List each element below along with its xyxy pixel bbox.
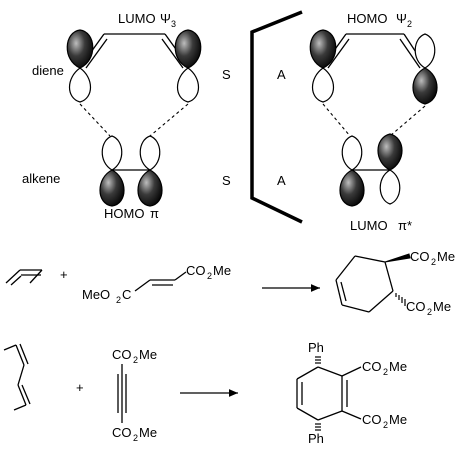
left-lumo-label: LUMO xyxy=(118,11,156,26)
right-homo-label: HOMO xyxy=(347,11,387,26)
dimethyl-fumarate: MeO 2 C CO 2 Me xyxy=(82,263,231,305)
left-diene-orbital-4 xyxy=(174,29,202,103)
product-wedge-bond xyxy=(384,253,411,263)
product-1-ester-bottom-me: Me xyxy=(433,299,451,314)
product-2-phenyl-bottom: Ph xyxy=(308,431,324,446)
product-1-ester-top-sub: 2 xyxy=(431,257,436,267)
fumarate-ester-right-me: Me xyxy=(213,263,231,278)
left-alkene-orbital-1 xyxy=(99,135,125,207)
dmad-structure: CO 2 Me CO 2 Me xyxy=(112,347,157,443)
fumarate-ester-left: MeO xyxy=(82,287,110,302)
product-2-ester-bottom: CO xyxy=(362,412,382,427)
product-1-ester-bottom: CO xyxy=(406,299,426,314)
dmad-ester-bottom: CO xyxy=(112,425,132,440)
left-diene-skeleton xyxy=(80,33,189,69)
symmetry-bottom-left: S xyxy=(222,173,231,188)
right-interaction-lines xyxy=(322,103,426,137)
dmad-ester-top-sub: 2 xyxy=(133,355,138,365)
fumarate-bonds xyxy=(134,271,187,292)
dmad-ester-bottom-me: Me xyxy=(139,425,157,440)
butadiene-structure xyxy=(5,269,43,286)
dmad-ester-top-me: Me xyxy=(139,347,157,362)
right-alkene-orbital-2 xyxy=(377,133,403,205)
symmetry-labels: S S A A xyxy=(222,67,286,188)
reaction-2: + CO 2 Me CO 2 Me xyxy=(3,340,407,446)
left-lumo-psi-sub: 3 xyxy=(171,19,176,29)
dmad-ester-bottom-sub: 2 xyxy=(133,433,138,443)
dmad-triple-bond xyxy=(117,364,127,423)
right-alkene-orbital-1 xyxy=(339,135,365,207)
fumarate-ester-left-c: C xyxy=(122,287,131,302)
product-2-ester-top-me: Me xyxy=(389,359,407,374)
cyclohexadiene-product: Ph Ph CO 2 Me CO 2 Me xyxy=(296,340,407,446)
symmetry-top-right: A xyxy=(277,67,286,82)
dmad-ester-top: CO xyxy=(112,347,132,362)
right-diene-skeleton xyxy=(322,33,426,69)
left-lumo-psi: Ψ xyxy=(160,11,171,26)
left-alkene-orbital-2 xyxy=(137,135,163,207)
left-diene-orbital-1 xyxy=(66,29,94,103)
left-interaction-lines xyxy=(79,103,189,137)
cyclohexene-product: CO 2 Me CO 2 Me xyxy=(335,249,455,317)
diene-label: diene xyxy=(32,63,64,78)
hexatriene-structure xyxy=(3,343,31,411)
right-diene-orbital-4 xyxy=(412,33,438,105)
product-2-phenyl-top: Ph xyxy=(308,340,324,355)
reaction-1: + MeO 2 C CO 2 Me xyxy=(5,249,455,317)
product-2-ester-top: CO xyxy=(362,359,382,374)
fumarate-ester-left-sub: 2 xyxy=(116,295,121,305)
reaction-2-plus: + xyxy=(76,380,84,395)
product-2-hash-bond-bottom xyxy=(315,423,321,431)
right-homo-psi: Ψ xyxy=(396,11,407,26)
product-1-ester-top: CO xyxy=(410,249,430,264)
symmetry-bottom-right: A xyxy=(277,173,286,188)
right-lumo-label: LUMO xyxy=(350,218,388,233)
product-2-ester-bottom-sub: 2 xyxy=(383,420,388,430)
left-homo-pi: π xyxy=(150,206,159,221)
product-2-hash-bond-top xyxy=(315,356,321,364)
right-orbital-diagram: HOMO Ψ 2 LUMO π* xyxy=(309,11,438,233)
fumarate-ester-right: CO xyxy=(186,263,206,278)
right-diene-orbital-1 xyxy=(309,29,337,103)
left-orbital-diagram: LUMO Ψ 3 diene alkene HOMO π xyxy=(22,11,202,221)
product-2-ester-top-sub: 2 xyxy=(383,367,388,377)
symmetry-top-left: S xyxy=(222,67,231,82)
reaction-1-plus: + xyxy=(60,267,68,282)
product-hash-bond xyxy=(395,293,406,306)
product-1-ester-bottom-sub: 2 xyxy=(427,307,432,317)
product-1-ester-top-me: Me xyxy=(437,249,455,264)
left-homo-label: HOMO xyxy=(104,206,144,221)
alkene-label: alkene xyxy=(22,171,60,186)
fumarate-ester-right-sub: 2 xyxy=(207,271,212,281)
symmetry-bracket xyxy=(250,10,303,224)
product-2-ester-bottom-me: Me xyxy=(389,412,407,427)
right-lumo-pi-star: π* xyxy=(398,218,412,233)
right-homo-psi-sub: 2 xyxy=(407,19,412,29)
